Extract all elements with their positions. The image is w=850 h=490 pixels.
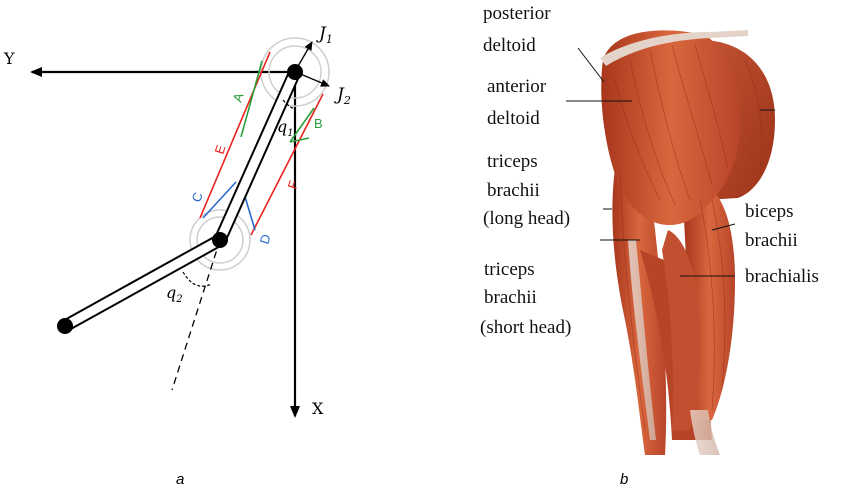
muscle-c-label: C xyxy=(189,190,206,204)
q2-angle-arc xyxy=(182,271,212,287)
label-posterior-deltoid: posterior deltoid xyxy=(483,3,555,56)
x-axis-label: X xyxy=(312,399,324,418)
muscle-a-line xyxy=(240,60,263,138)
muscle-b-line-2 xyxy=(289,137,310,143)
j2-label: J2 xyxy=(334,85,351,107)
hand-endpoint xyxy=(57,318,73,334)
panel-b-caption: b xyxy=(620,471,628,488)
j1-label: J1 xyxy=(316,24,333,46)
label-leader-lines xyxy=(566,47,775,277)
elbow-joint-ring-outer xyxy=(189,209,251,271)
elbow-joint xyxy=(212,232,228,248)
q2-label: q2 xyxy=(166,283,183,305)
shoulder-joint-ring-inner xyxy=(268,45,322,99)
muscle-a-label: A xyxy=(230,91,247,104)
muscle-e-line xyxy=(199,51,271,219)
j2-arrow xyxy=(297,72,330,87)
label-anterior-deltoid: anterior deltoid xyxy=(487,76,551,129)
label-triceps-short-head: triceps brachii (short head) xyxy=(480,259,571,338)
elbow-joint-ring-inner xyxy=(196,216,244,264)
upper-arm-extension-dashed xyxy=(171,239,221,391)
muscle-f-label: F xyxy=(285,179,302,191)
muscle-e-label: E xyxy=(212,143,229,156)
muscle-f-line xyxy=(250,93,324,236)
muscle-b-label: B xyxy=(314,116,323,131)
j1-arrow xyxy=(296,41,313,69)
q1-angle-arc xyxy=(282,99,296,109)
muscle-b-line-1 xyxy=(289,107,315,143)
q1-label: q1 xyxy=(277,117,294,139)
panel-b-anatomy: posterior deltoid anterior deltoid trice… xyxy=(480,3,819,488)
shoulder-joint xyxy=(287,64,303,80)
muscle-d-label: D xyxy=(257,232,274,246)
label-triceps-long-head: triceps brachii (long head) xyxy=(483,151,570,229)
panel-a-diagram: Y X xyxy=(3,24,351,488)
forearm-link-fill xyxy=(62,236,223,330)
label-biceps-brachii: biceps brachii xyxy=(745,201,798,251)
arm-muscle-illustration xyxy=(600,30,775,455)
upper-arm-link-fill xyxy=(215,70,300,242)
y-axis-label: Y xyxy=(3,49,15,68)
muscle-c-line xyxy=(202,181,237,219)
panel-a-caption: a xyxy=(176,471,184,488)
label-brachialis: brachialis xyxy=(745,266,819,287)
